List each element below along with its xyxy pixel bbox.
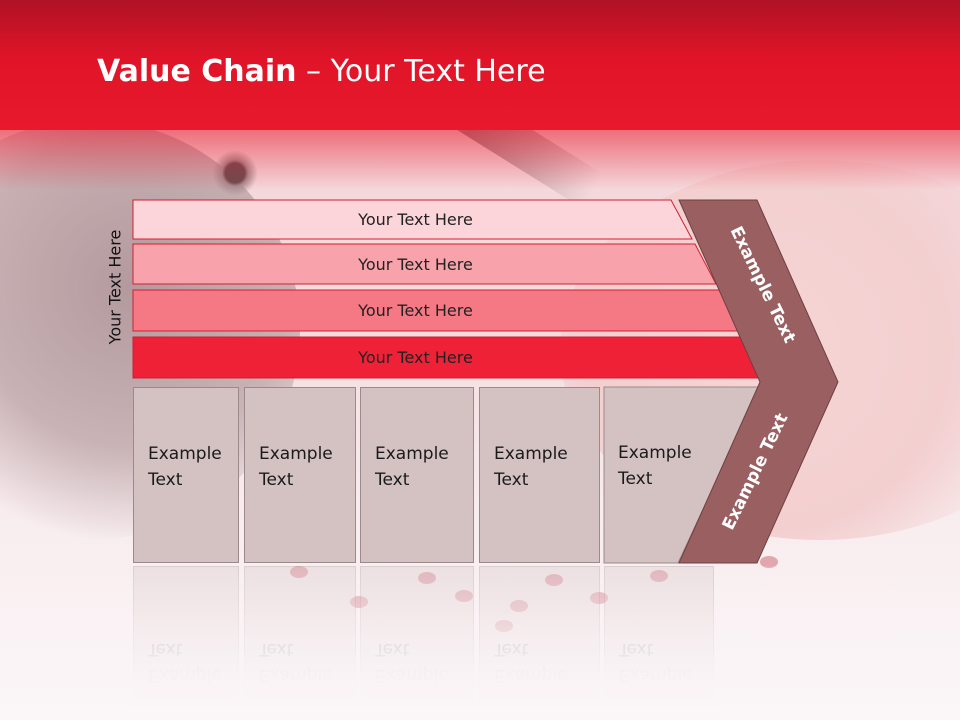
bar-label-2: Your Text Here — [358, 254, 473, 274]
box-wedge — [603, 386, 761, 564]
title-rest: – Your Text Here — [296, 54, 546, 89]
bar-label-1: Your Text Here — [358, 209, 473, 229]
example-box-5: Example Text — [604, 387, 714, 563]
box-text: Example Text — [618, 443, 692, 489]
example-box-1: Example Text — [133, 387, 239, 563]
banner-fade — [0, 130, 960, 190]
bar-shape-1 — [132, 199, 693, 240]
chevron-arrow — [678, 199, 839, 564]
pomegranate-seed — [760, 556, 778, 568]
box-text: Example Text — [375, 444, 449, 490]
example-box-2: Example Text — [244, 387, 356, 563]
box-text: Example Text — [148, 444, 222, 490]
example-box-4: Example Text — [479, 387, 600, 563]
bar-label-4: Your Text Here — [358, 347, 473, 367]
box-text: Example Text — [494, 444, 568, 490]
example-box-3: Example Text — [360, 387, 474, 563]
bar-label-3: Your Text Here — [358, 300, 473, 320]
reflection-fade — [0, 566, 960, 720]
box-text: Example Text — [259, 444, 333, 490]
title-banner — [0, 0, 960, 130]
title-bold: Value Chain — [97, 54, 297, 89]
page-title: Value Chain – Your Text Here — [97, 54, 546, 89]
